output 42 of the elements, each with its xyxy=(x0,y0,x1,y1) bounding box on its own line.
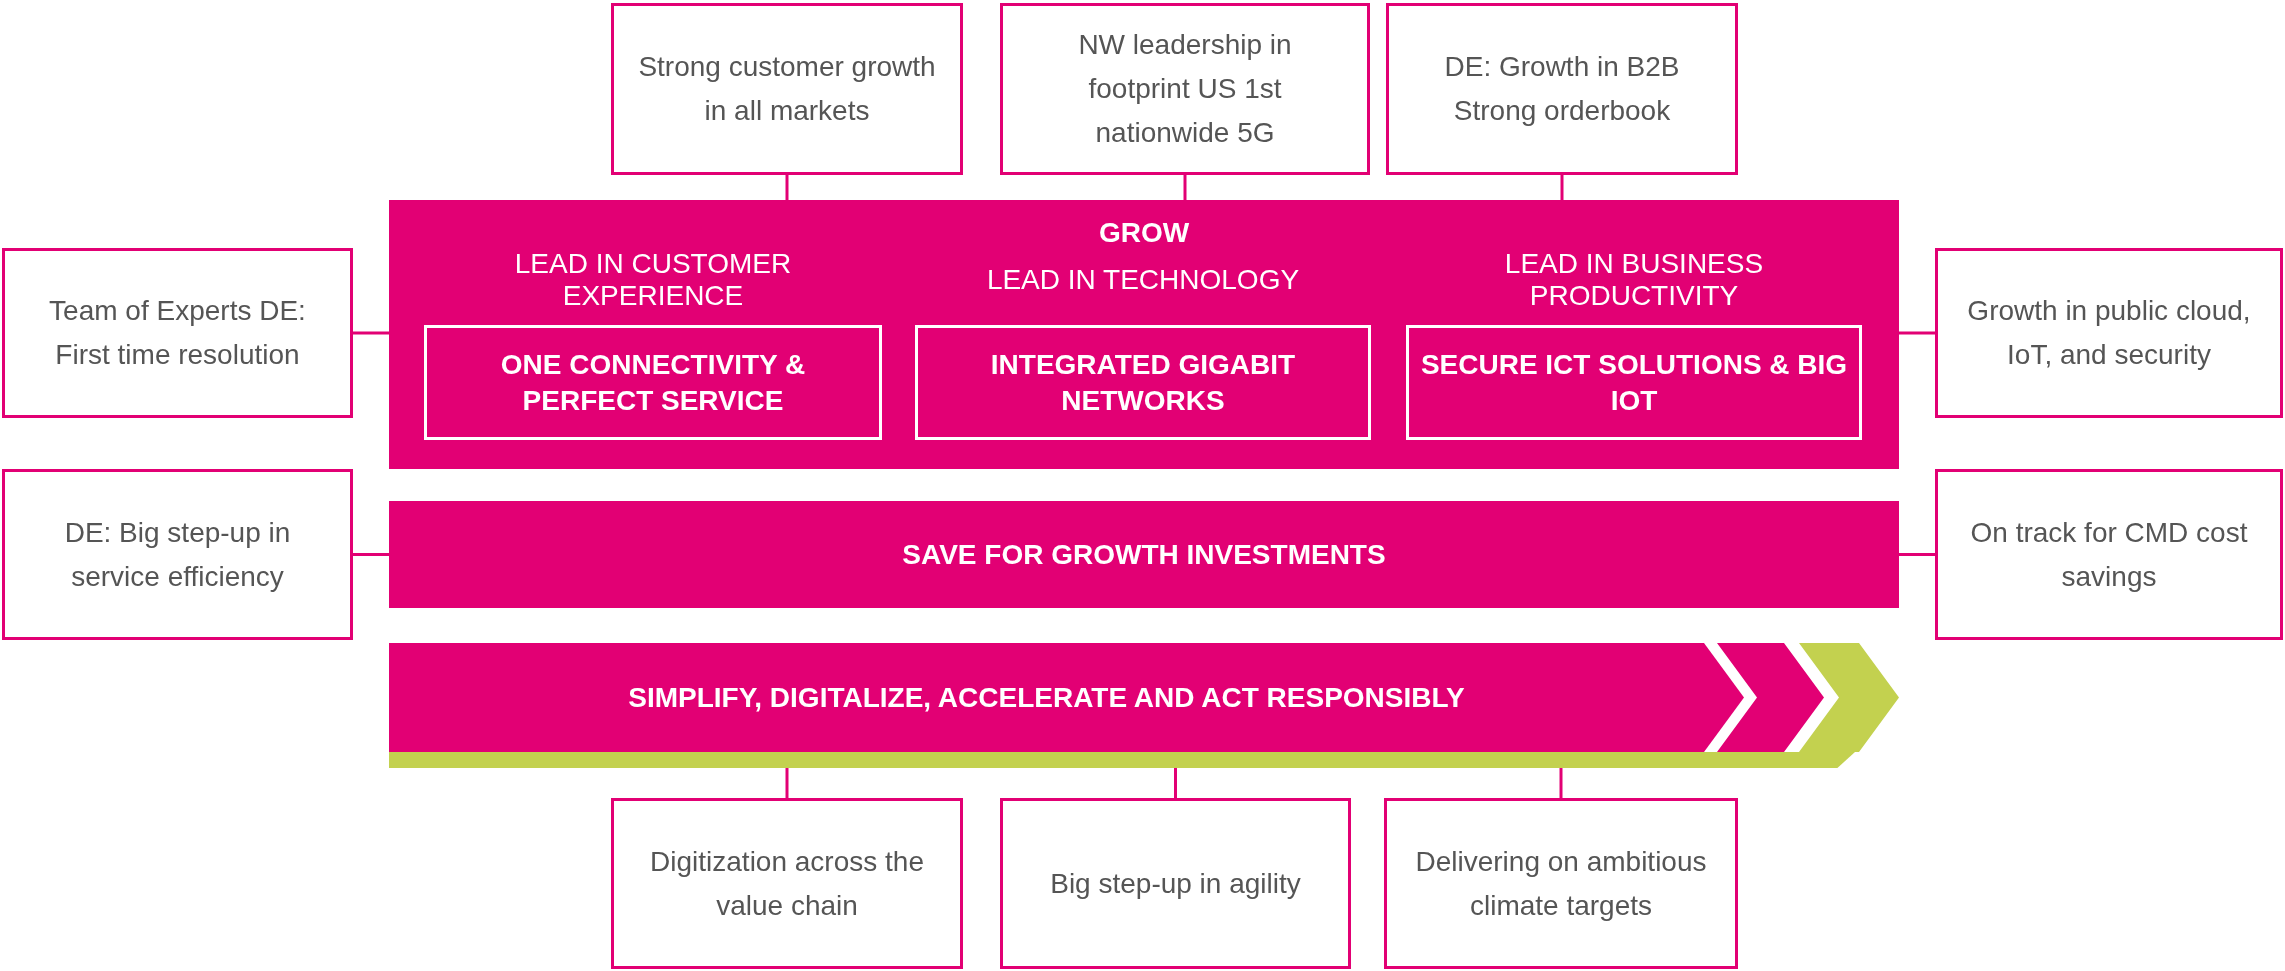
pillar-text: SECURE ICT SOLUTIONS & BIG IOT xyxy=(1419,347,1849,418)
panel-title: GROW xyxy=(1097,216,1191,250)
box-text: Delivering on ambitious climate targets xyxy=(1414,844,1708,923)
chevron-banner xyxy=(389,643,1899,752)
text-box xyxy=(1935,248,2283,418)
box-text: NW leadership in footprint US 1st nationwide 5G xyxy=(1077,28,1293,150)
text-box xyxy=(1000,3,1370,175)
box-text: On track for CMD cost savings xyxy=(1969,515,2249,594)
pillar-heading: LEAD IN TECHNOLOGY xyxy=(986,264,1300,296)
text-box xyxy=(611,798,963,969)
connector-line xyxy=(1559,768,1563,798)
grow-panel xyxy=(389,200,1899,469)
pillar-text: INTEGRATED GIGABIT NETWORKS xyxy=(989,347,1297,418)
pillar-text: ONE CONNECTIVITY & PERFECT SERVICE xyxy=(499,347,807,418)
box-text: DE: Growth in B2B Strong orderbook xyxy=(1443,50,1681,128)
connector-line xyxy=(353,553,389,556)
box-text: Growth in public cloud, IoT, and security xyxy=(1966,294,2252,372)
pillar-heading: LEAD IN BUSINESS PRODUCTIVITY xyxy=(1503,248,1765,312)
connector-line xyxy=(353,331,389,335)
box-text: Big step-up in agility xyxy=(1050,866,1301,901)
text-box xyxy=(611,3,963,175)
box-text: Strong customer growth in all markets xyxy=(638,50,936,128)
pillar-heading: LEAD IN CUSTOMER EXPERIENCE xyxy=(513,248,793,312)
connector-line xyxy=(1174,768,1177,798)
text-box xyxy=(1386,3,1738,175)
connector-line xyxy=(1899,331,1935,335)
text-box xyxy=(1000,798,1351,969)
box-text: DE: Big step-up in service efficiency xyxy=(63,515,292,594)
connector-line xyxy=(1183,175,1187,200)
box-text: Team of Experts DE: First time resolution xyxy=(48,294,307,372)
connector-line xyxy=(1560,175,1564,200)
bar-text: SAVE FOR GROWTH INVESTMENTS xyxy=(902,537,1386,572)
text-box xyxy=(2,248,353,418)
save-bar xyxy=(389,501,1899,608)
text-box xyxy=(1935,469,2283,640)
connector-line xyxy=(785,175,789,200)
text-box xyxy=(2,469,353,640)
text-box xyxy=(1384,798,1738,969)
connector-line xyxy=(1899,553,1935,556)
connector-line xyxy=(785,768,789,798)
banner-text: SIMPLIFY, DIGITALIZE, ACCELERATE AND ACT RESPONSIBLY xyxy=(628,680,1465,715)
box-text: Digitization across the value chain xyxy=(649,844,925,923)
